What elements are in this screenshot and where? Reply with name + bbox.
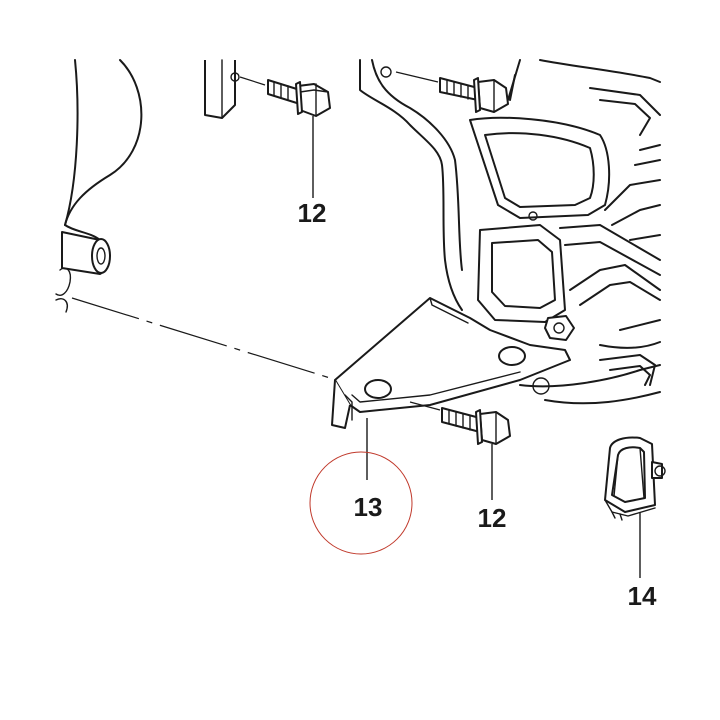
callout-13: 13 (354, 492, 383, 522)
left-housing (55, 59, 143, 313)
callout-12-top: 12 (298, 198, 327, 228)
bolt-bottom (409, 401, 511, 445)
clip (604, 436, 666, 521)
left-tube (61, 231, 111, 275)
support-frame (359, 59, 661, 405)
bolt-top-right (395, 71, 509, 113)
callout-12-bottom: 12 (478, 503, 507, 533)
callout-14: 14 (628, 581, 657, 611)
highlight-circle (309, 451, 413, 555)
assembly-axis (71, 297, 331, 379)
upper-tab (204, 59, 240, 119)
bracket (331, 297, 571, 429)
bolt-top-left (239, 76, 331, 117)
